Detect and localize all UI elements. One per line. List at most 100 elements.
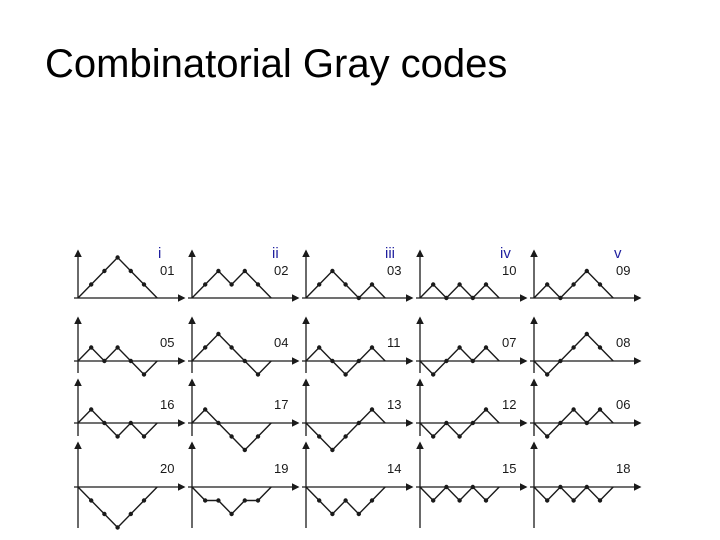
path-vertex [470, 420, 475, 426]
path-vertex [457, 434, 462, 439]
path-vertex [444, 295, 449, 301]
path-vertex [369, 345, 375, 350]
path-vertex [584, 420, 589, 426]
path-id-label: 19 [274, 461, 288, 476]
path-id-label: 17 [274, 397, 288, 412]
path-vertex [483, 345, 489, 350]
path-vertex [317, 345, 322, 350]
path-vertex [597, 407, 603, 412]
path-vertex [115, 525, 120, 530]
path-vertex [558, 420, 563, 426]
panel-20: 20 [74, 441, 186, 530]
path-id-label: 02 [274, 263, 288, 278]
panel-11: 11 [302, 316, 414, 377]
slide-title: Combinatorial Gray codes [45, 42, 508, 86]
panel-16: 16 [74, 378, 186, 439]
path-vertex [444, 484, 449, 490]
panel-07: 07 [416, 316, 528, 377]
path-vertex [470, 358, 475, 364]
path-vertex [128, 358, 133, 364]
column-label-i: i [158, 245, 161, 262]
column-label-iii: iii [385, 245, 395, 262]
path-vertex [545, 434, 550, 439]
lattice-path-line [77, 486, 158, 529]
path-vertex [330, 511, 335, 517]
path-id-label: 08 [616, 335, 630, 350]
path-id-label: 09 [616, 263, 630, 278]
path-vertex [444, 420, 449, 426]
panel-12: 12 [416, 378, 528, 439]
path-vertex [229, 434, 234, 439]
path-vertex [203, 345, 208, 350]
path-vertex [457, 498, 462, 503]
path-vertex [89, 407, 94, 412]
path-id-label: 04 [274, 335, 288, 350]
path-vertex [229, 345, 234, 350]
path-id-label: 18 [616, 461, 630, 476]
path-vertex [343, 372, 348, 377]
path-vertex [128, 268, 133, 274]
path-id-label: 13 [387, 397, 401, 412]
path-id-label: 12 [502, 397, 516, 412]
path-vertex [128, 420, 133, 426]
path-id-label: 03 [387, 263, 401, 278]
path-vertex [457, 282, 462, 287]
path-vertex [330, 268, 335, 274]
panel-08: 08 [530, 316, 642, 377]
column-label-iv: iv [500, 245, 511, 262]
path-vertex [115, 345, 120, 350]
path-vertex [242, 498, 247, 503]
path-id-label: 10 [502, 263, 516, 278]
path-vertex [242, 447, 247, 453]
path-vertex [317, 434, 322, 439]
path-vertex [470, 484, 475, 490]
path-vertex [203, 282, 208, 287]
panel-06: 06 [530, 378, 642, 439]
path-id-label: 01 [160, 263, 174, 278]
lattice-path-line [191, 408, 272, 452]
path-vertex [255, 434, 261, 439]
path-vertex [483, 498, 489, 503]
path-vertex [102, 420, 107, 426]
path-vertex [89, 345, 94, 350]
path-vertex [255, 372, 261, 377]
path-id-label: 15 [502, 461, 516, 476]
path-vertex [242, 358, 247, 364]
lattice-path-line [533, 332, 614, 376]
lattice-path-line [77, 256, 158, 299]
path-id-label: 20 [160, 461, 174, 476]
path-vertex [102, 511, 107, 517]
path-vertex [317, 282, 322, 287]
panel-13: 13 [302, 378, 414, 453]
path-vertex [102, 358, 107, 364]
panel-01: 01 [74, 249, 186, 302]
path-vertex [571, 345, 576, 350]
path-id-label: 05 [160, 335, 174, 350]
path-vertex [356, 358, 361, 364]
path-vertex [584, 484, 589, 490]
path-id-label: 06 [616, 397, 630, 412]
path-vertex [597, 282, 603, 287]
path-vertex [470, 295, 475, 301]
column-label-ii: ii [272, 245, 279, 262]
path-vertex [584, 331, 589, 337]
path-vertex [457, 345, 462, 350]
path-vertex [216, 420, 221, 426]
path-vertex [369, 407, 375, 412]
path-vertex [369, 282, 375, 287]
path-vertex [558, 358, 563, 364]
path-vertex [343, 434, 348, 439]
path-vertex [571, 407, 576, 412]
panel-04: 04 [188, 316, 300, 377]
panel-03: 03 [302, 249, 414, 302]
path-vertex [483, 407, 489, 412]
path-vertex [317, 498, 322, 503]
path-vertex [141, 498, 147, 503]
panel-05: 05 [74, 316, 186, 377]
path-vertex [89, 282, 94, 287]
path-vertex [216, 268, 221, 274]
path-vertex [141, 434, 147, 439]
path-vertex [545, 282, 550, 287]
path-vertex [229, 511, 234, 517]
